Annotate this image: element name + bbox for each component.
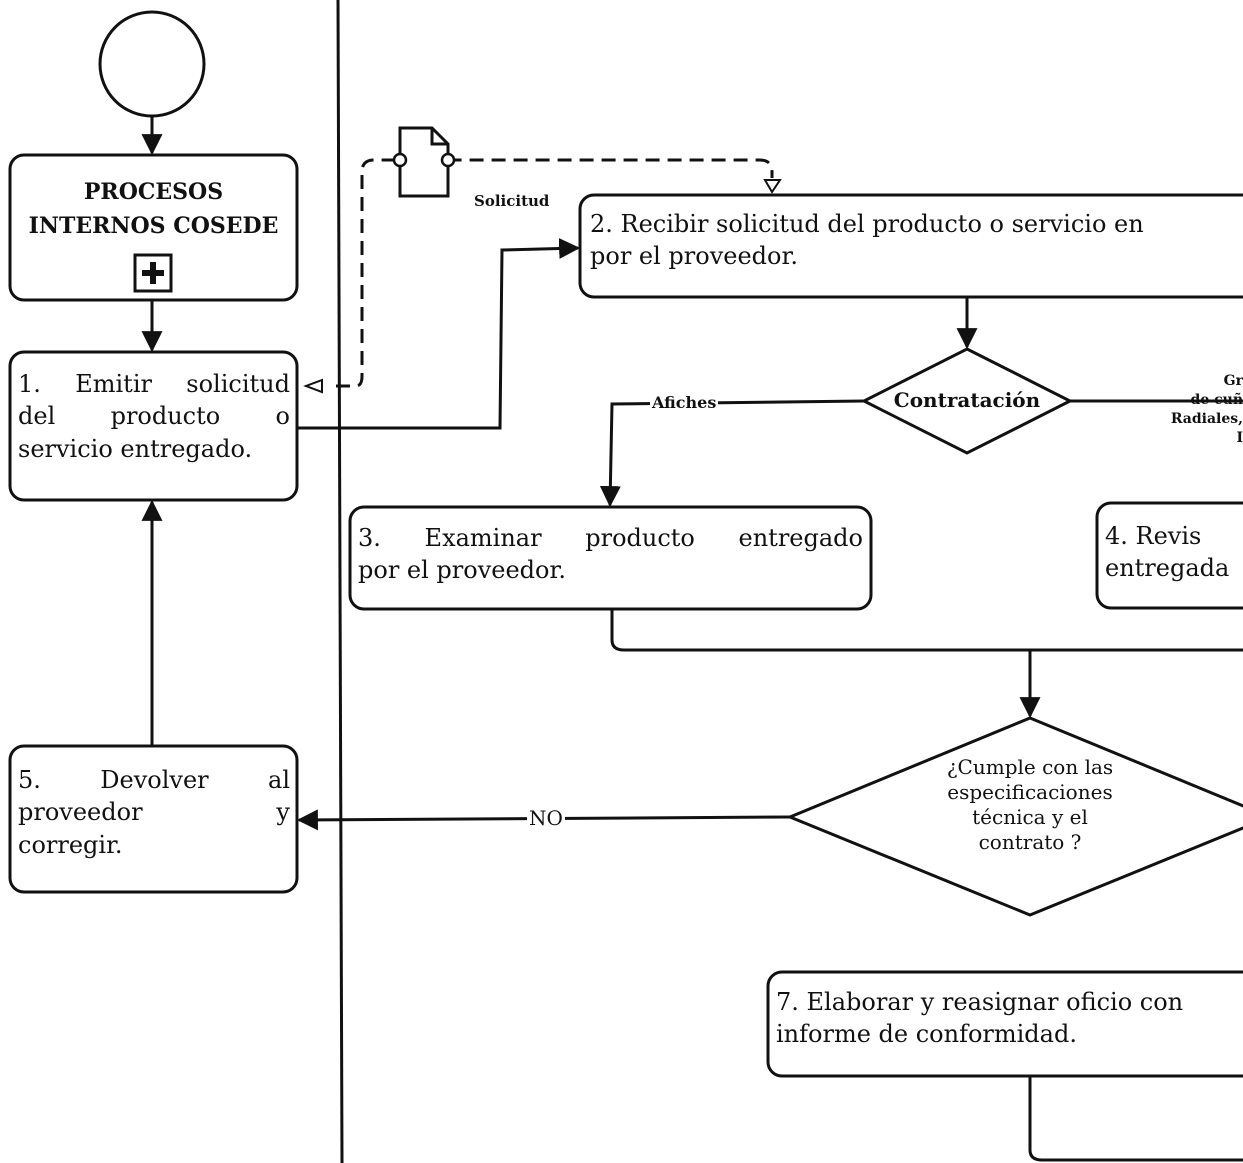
- gateway-cumple[interactable]: [786, 716, 1243, 917]
- subprocess-label-line2: INTERNOS COSEDE: [28, 213, 279, 240]
- message-arrow-icon: [303, 378, 323, 394]
- task-1-line2: del producto o: [18, 402, 290, 431]
- task-4-box[interactable]: [1095, 501, 1243, 610]
- task-4-line2: entregada: [1105, 554, 1230, 583]
- task-2-line2: por el proveedor.: [590, 242, 798, 271]
- task-1-line3: servicio entregado.: [18, 434, 253, 463]
- task-4-line1: 4. Revis: [1105, 522, 1202, 550]
- task-3-label: 3. Examinar producto entregado por el pr…: [358, 522, 863, 587]
- gateway-cumple-label: ¿Cumple con las especificaciones técnica…: [900, 755, 1160, 855]
- gateway-right-branch-label: Gr de cuñ Radiales, I: [1140, 372, 1243, 448]
- task-4-label: 4. Revis entregada: [1105, 520, 1243, 585]
- branch-label-no: NO: [527, 806, 565, 830]
- flow-task7-out: [1028, 1076, 1243, 1162]
- task-7-box[interactable]: [766, 970, 1243, 1078]
- task-1-label: 1. Emitir solicitud del producto o servi…: [18, 368, 290, 465]
- flow-task1-to-task2: [297, 238, 581, 430]
- gateway-contratacion[interactable]: [860, 347, 1074, 455]
- task-1-line1: 1. Emitir solicitud: [18, 370, 290, 398]
- connector-dot-left: [392, 152, 408, 168]
- task-3-line1: 3. Examinar producto entregado: [358, 524, 863, 552]
- task-5-line2: proveedor y: [18, 798, 290, 827]
- branch-label-afiches: Afiches: [650, 393, 719, 412]
- lane-divider: [336, 0, 344, 1163]
- subprocess-label: PROCESOS INTERNOS COSEDE: [14, 175, 293, 243]
- task-3-line2: por el proveedor.: [358, 556, 566, 585]
- gateway-right-line1: Gr: [1223, 373, 1243, 389]
- data-association: [336, 158, 774, 388]
- subprocess-label-line1: PROCESOS: [83, 179, 224, 205]
- task-7-label: 7. Elaborar y reasignar oficio con infor…: [776, 986, 1243, 1051]
- connector-dot-right: [440, 152, 456, 168]
- task-7-line2: informe de conformidad.: [776, 1020, 1077, 1049]
- gateway-cumple-line1: ¿Cumple con las: [946, 755, 1114, 779]
- start-event[interactable]: [98, 10, 206, 118]
- gateway-cumple-line2: especificaciones: [947, 780, 1113, 804]
- flow-gateway-afiches: [599, 399, 865, 508]
- gateway-right-line2: de cuñ: [1190, 391, 1243, 408]
- task-5-line1: 5. Devolver al: [18, 766, 290, 794]
- gateway-cumple-line3: técnica y el: [972, 805, 1088, 829]
- task-5-line3: corregir.: [18, 830, 123, 859]
- gateway-right-line4: I: [1236, 429, 1243, 446]
- flow-task3-to-merge: [610, 609, 1243, 652]
- data-object-document-icon[interactable]: [398, 126, 450, 198]
- gateway-contratacion-label: Contratación: [893, 388, 1041, 412]
- gateway-right-line3: Radiales,: [1170, 410, 1243, 427]
- task-5-label: 5. Devolver al proveedor y corregir.: [18, 764, 290, 861]
- task-7-line1: 7. Elaborar y reasignar oficio con: [776, 988, 1184, 1016]
- data-object-label: Solicitud: [474, 192, 550, 210]
- data-association-arrow-icon: [763, 179, 782, 194]
- gateway-cumple-line4: contrato ?: [978, 830, 1082, 854]
- task-2-line1: 2. Recibir solicitud del producto o serv…: [590, 210, 1144, 238]
- task-2-label: 2. Recibir solicitud del producto o serv…: [590, 208, 1243, 273]
- plus-icon: [142, 262, 164, 284]
